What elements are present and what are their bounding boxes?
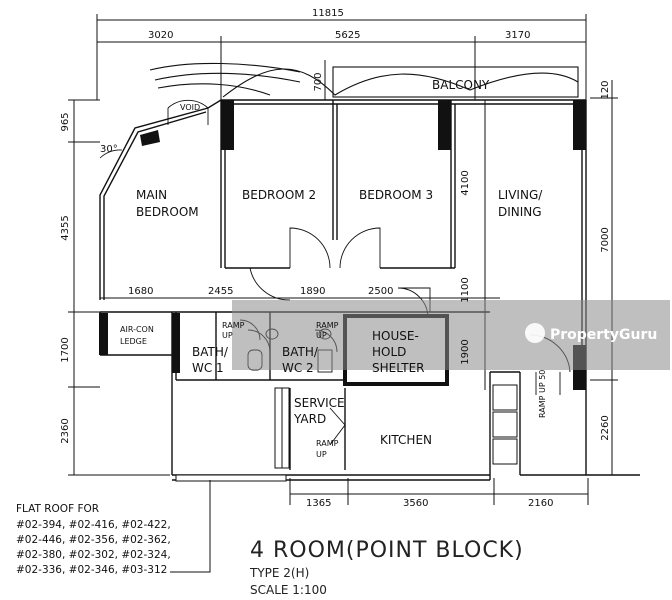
dim-right-2: 7000 (600, 227, 611, 252)
dim-right-3: 2260 (600, 415, 611, 440)
label-main-bedroom-2: BEDROOM (136, 205, 199, 219)
dim-mid-1: 1680 (128, 286, 153, 297)
dim-bottom-1: 1365 (306, 498, 331, 509)
label-bath2-2: WC 2 (282, 361, 314, 375)
dim-top-3: 3170 (505, 30, 530, 41)
dim-living-depth: 4100 (460, 170, 471, 195)
dim-left-2: 4355 (60, 215, 71, 240)
dim-top-1: 3020 (148, 30, 173, 41)
flat-roof-line-3: #02-380, #02-302, #02-324, (16, 549, 171, 561)
dim-left-3: 1700 (60, 337, 71, 362)
dim-balcony-depth: 700 (313, 72, 324, 91)
dim-top-2: 5625 (335, 30, 360, 41)
door-swings (167, 99, 571, 446)
label-main-bedroom-1: MAIN (136, 188, 167, 202)
label-bath2-1: BATH/ (282, 345, 319, 359)
dim-mid-4: 2500 (368, 286, 393, 297)
label-balcony: BALCONY (432, 78, 490, 92)
dim-mid-2: 2455 (208, 286, 233, 297)
label-service-2: YARD (293, 412, 326, 426)
label-living-1: LIVING/ (498, 188, 543, 202)
flat-roof-line-1: #02-394, #02-416, #02-422, (16, 519, 171, 531)
label-ramp-b: RAMP (316, 321, 339, 330)
dim-mid-3: 1890 (300, 286, 325, 297)
flat-roof-line-4: #02-336, #02-346, #03-312 (16, 564, 167, 576)
label-service-1: SERVICE (294, 396, 345, 410)
dim-overall: 11815 (312, 8, 344, 19)
flat-roof-title: FLAT ROOF FOR (16, 503, 99, 515)
label-ramp-c: RAMP (316, 439, 339, 448)
watermark-logo-icon (525, 323, 545, 343)
dim-left-1: 965 (60, 112, 71, 131)
dim-mid-a: 1100 (460, 277, 471, 302)
label-shelter-2: HOLD (372, 345, 406, 359)
balcony-ledge (149, 62, 579, 98)
kitchen-shelves (175, 384, 518, 482)
label-kitchen: KITCHEN (380, 433, 432, 447)
label-ramp-c-up: UP (316, 450, 327, 459)
dim-mid-b: 1900 (460, 339, 471, 364)
angle-label: 30° (100, 144, 118, 155)
label-living-2: DINING (498, 205, 542, 219)
label-shelter-3: SHELTER (372, 361, 425, 375)
dim-right-1: 120 (600, 80, 611, 99)
plan-type: TYPE 2(H) (249, 566, 309, 580)
label-void: VOID (180, 103, 200, 112)
label-aircon-1: AIR-CON (120, 325, 154, 334)
plan-title: 4 ROOM(POINT BLOCK) (250, 538, 524, 563)
label-bath1-1: BATH/ (192, 345, 229, 359)
dim-bottom-3: 2160 (528, 498, 553, 509)
label-ramp-b-up: UP (316, 331, 327, 340)
label-shelter-1: HOUSE- (372, 329, 419, 343)
label-bath1-2: WC 1 (192, 361, 224, 375)
flat-roof-line-2: #02-446, #02-356, #02-362, (16, 534, 171, 546)
watermark-brand: PropertyGuru (550, 327, 657, 343)
plan-scale: SCALE 1:100 (250, 583, 327, 597)
label-ramp-a: RAMP (222, 321, 245, 330)
label-ramp-50: RAMP UP 50 (538, 370, 547, 418)
watermark-band (232, 300, 670, 370)
label-aircon-2: LEDGE (120, 337, 147, 346)
dim-left-4: 2360 (60, 418, 71, 443)
label-ramp-a-up: UP (222, 331, 233, 340)
dim-bottom-2: 3560 (403, 498, 428, 509)
label-bedroom-2: BEDROOM 2 (242, 188, 316, 202)
label-bedroom-3: BEDROOM 3 (359, 188, 433, 202)
